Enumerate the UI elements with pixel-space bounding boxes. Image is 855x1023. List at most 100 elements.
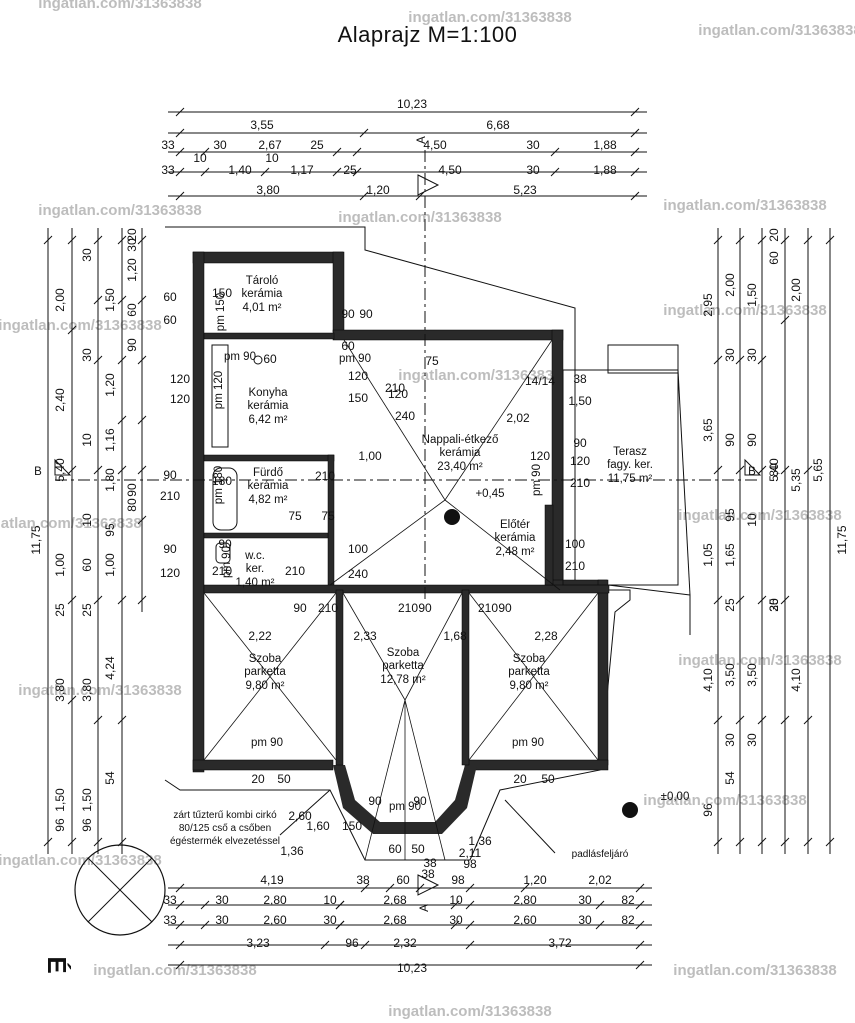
pm-label: pm 120 — [213, 371, 225, 409]
dim-label: 2,67 — [258, 138, 282, 152]
opening-label: 60 — [388, 842, 402, 856]
dim-tick — [780, 715, 790, 725]
dim-tick — [757, 355, 767, 365]
dim-tick — [200, 147, 210, 157]
plan-line — [329, 499, 446, 586]
dim-tick — [93, 295, 103, 305]
section-mark-label: A — [416, 136, 428, 144]
plan-line — [677, 369, 691, 596]
opening-label: 120 — [170, 372, 190, 386]
dim-label: 3,65 — [701, 418, 715, 442]
opening-label: 38 — [423, 856, 437, 870]
dim-label: 25 — [310, 138, 324, 152]
dim-label: 30 — [745, 733, 759, 747]
section-arrow-icon — [417, 174, 440, 196]
opening-label: 98 — [463, 857, 477, 871]
dim-label: 2,80 — [263, 893, 287, 907]
room-floor: parketta — [508, 666, 550, 678]
dim-tick — [137, 415, 147, 425]
room-floor: kerámia — [440, 447, 482, 459]
dim-label: 2,00 — [789, 278, 803, 302]
dim-label: 5,40 — [53, 458, 67, 482]
dim-tick — [465, 940, 475, 950]
dim-tick — [117, 715, 127, 725]
dim-tick — [757, 595, 767, 605]
pm-label: pm 90 — [221, 546, 233, 578]
dim-tick — [137, 295, 147, 305]
dim-label: 11,75 — [835, 525, 849, 554]
opening-label: 90 — [341, 307, 355, 321]
dim-label: 2,00 — [53, 288, 67, 312]
opening-label: 1,50 — [568, 394, 592, 408]
level-marker-icon — [444, 509, 460, 525]
room-area: 23,40 m² — [437, 461, 483, 473]
dim-tick — [175, 960, 185, 970]
plan-line — [279, 789, 331, 836]
pm-label: pm 150 — [215, 293, 227, 331]
dim-tick — [713, 837, 723, 847]
room-area: 4,01 m² — [243, 302, 282, 314]
dim-tick — [630, 167, 640, 177]
dim-tick — [117, 415, 127, 425]
opening-label: 1,68 — [443, 629, 467, 643]
dim-label: 4,50 — [423, 138, 447, 152]
dim-tick — [93, 595, 103, 605]
opening-label: 90 — [218, 537, 232, 551]
dim-label: 30 — [578, 913, 592, 927]
dim-tick — [780, 235, 790, 245]
dim-tick — [465, 883, 475, 893]
dim-label: 30 — [215, 893, 229, 907]
dim-tick — [735, 715, 745, 725]
dim-tick — [630, 191, 640, 201]
dim-tick — [735, 837, 745, 847]
room-name: w.c. — [244, 550, 265, 562]
dim-tick — [117, 355, 127, 365]
opening-label: 210 — [318, 601, 338, 615]
opening-label: 120 — [388, 387, 408, 401]
dim-tick — [137, 355, 147, 365]
dim-tick — [175, 900, 185, 910]
room-floor: kerámia — [242, 288, 284, 300]
opening-label: 210 — [212, 564, 232, 578]
dim-label: 30 — [723, 348, 737, 362]
opening-label: 20 — [513, 772, 527, 786]
opening-label: 2,33 — [353, 629, 377, 643]
opening-label: 210 — [570, 476, 590, 490]
walls-layer — [55, 150, 760, 936]
dim-label: 3,72 — [548, 936, 572, 950]
dim-tick — [735, 465, 745, 475]
watermark-text: ingatlan.com/31363838 — [0, 852, 162, 869]
room-name: Konyha — [248, 387, 288, 399]
opening-label: 75 — [425, 354, 439, 368]
opening-label: 210 — [160, 489, 180, 503]
chimney-note: 80/125 cső a csőben — [179, 823, 271, 834]
north-label: É — [42, 956, 72, 973]
dim-label: 2,60 — [263, 913, 287, 927]
dim-label: 38 — [356, 873, 370, 887]
opening-label: 210 — [285, 564, 305, 578]
dim-tick — [175, 167, 185, 177]
toilet-icon — [215, 542, 231, 564]
wall-segment — [544, 504, 554, 586]
wall-segment — [203, 532, 329, 539]
opening-label: 150 — [342, 819, 362, 833]
room-name: Fürdő — [253, 467, 283, 479]
wall-segment — [597, 579, 609, 766]
section-mark-label: B — [34, 466, 42, 478]
dim-label: 90 — [125, 483, 139, 497]
opening-label: 50 — [277, 772, 291, 786]
opening-label: 60 — [163, 313, 177, 327]
dim-label: 1,50 — [80, 788, 94, 812]
dim-label: 30 — [213, 138, 227, 152]
opening-label: 14/14 — [525, 374, 555, 388]
room-area: 9,80 m² — [510, 680, 549, 692]
dim-label: 60 — [396, 873, 410, 887]
section-mark-label: B — [748, 466, 756, 478]
dim-tick — [335, 920, 345, 930]
plan-line — [607, 584, 691, 596]
dim-label: 2,60 — [513, 913, 537, 927]
plan-line — [504, 799, 556, 854]
dim-tick — [595, 920, 605, 930]
opening-label: 2,11 — [459, 846, 482, 860]
dim-tick — [465, 920, 475, 930]
